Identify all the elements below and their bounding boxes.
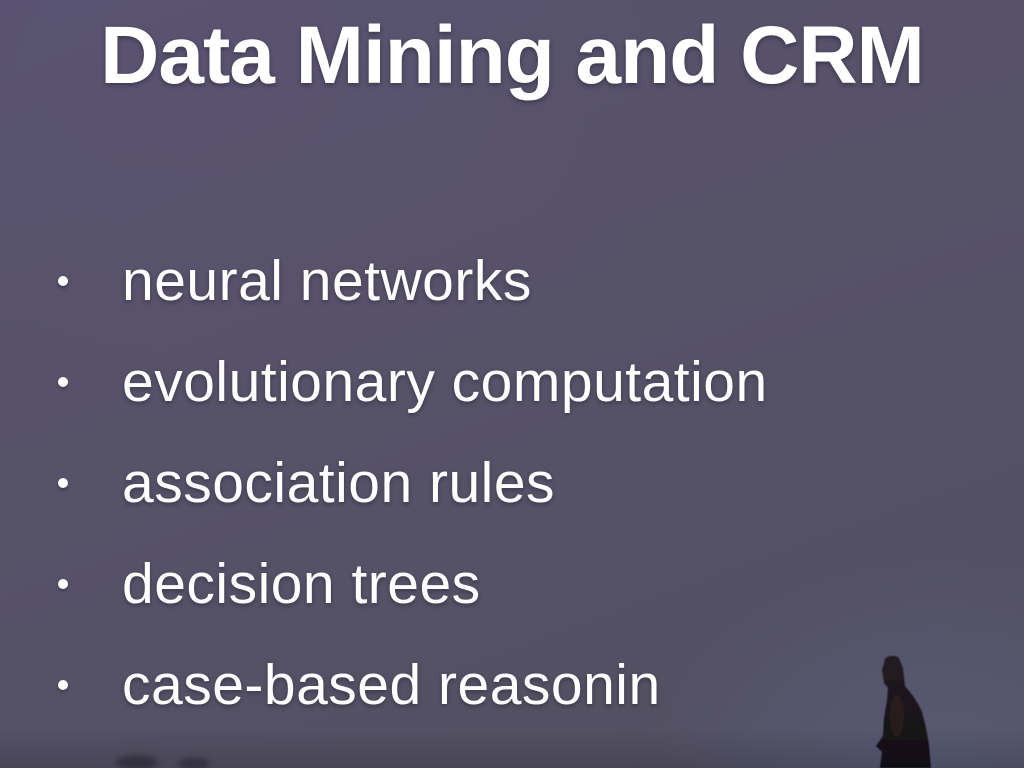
background-treetop-shadow (178, 758, 210, 768)
list-item: association rules (58, 432, 1004, 533)
bullet-label: decision trees (122, 551, 481, 616)
list-item: evolutionary computation (58, 331, 1004, 432)
bullet-label: case-based reasonin (122, 652, 661, 717)
bullet-dot-icon (58, 679, 68, 690)
bullet-label: association rules (122, 450, 556, 515)
statue-silhouette-icon (876, 655, 931, 768)
slide-title: Data Mining and CRM (100, 10, 925, 101)
background-treetop-shadow (116, 755, 158, 768)
bullet-label: evolutionary computation (122, 349, 768, 414)
bullet-dot-icon (58, 275, 68, 286)
bullet-list: neural networks evolutionary computation… (58, 230, 1004, 735)
list-item: decision trees (58, 533, 1004, 634)
bullet-dot-icon (58, 477, 68, 488)
bullet-dot-icon (58, 578, 68, 589)
list-item: case-based reasonin (58, 634, 1004, 735)
bullet-label: neural networks (122, 248, 532, 313)
list-item: neural networks (58, 230, 1004, 331)
bullet-dot-icon (58, 376, 68, 387)
